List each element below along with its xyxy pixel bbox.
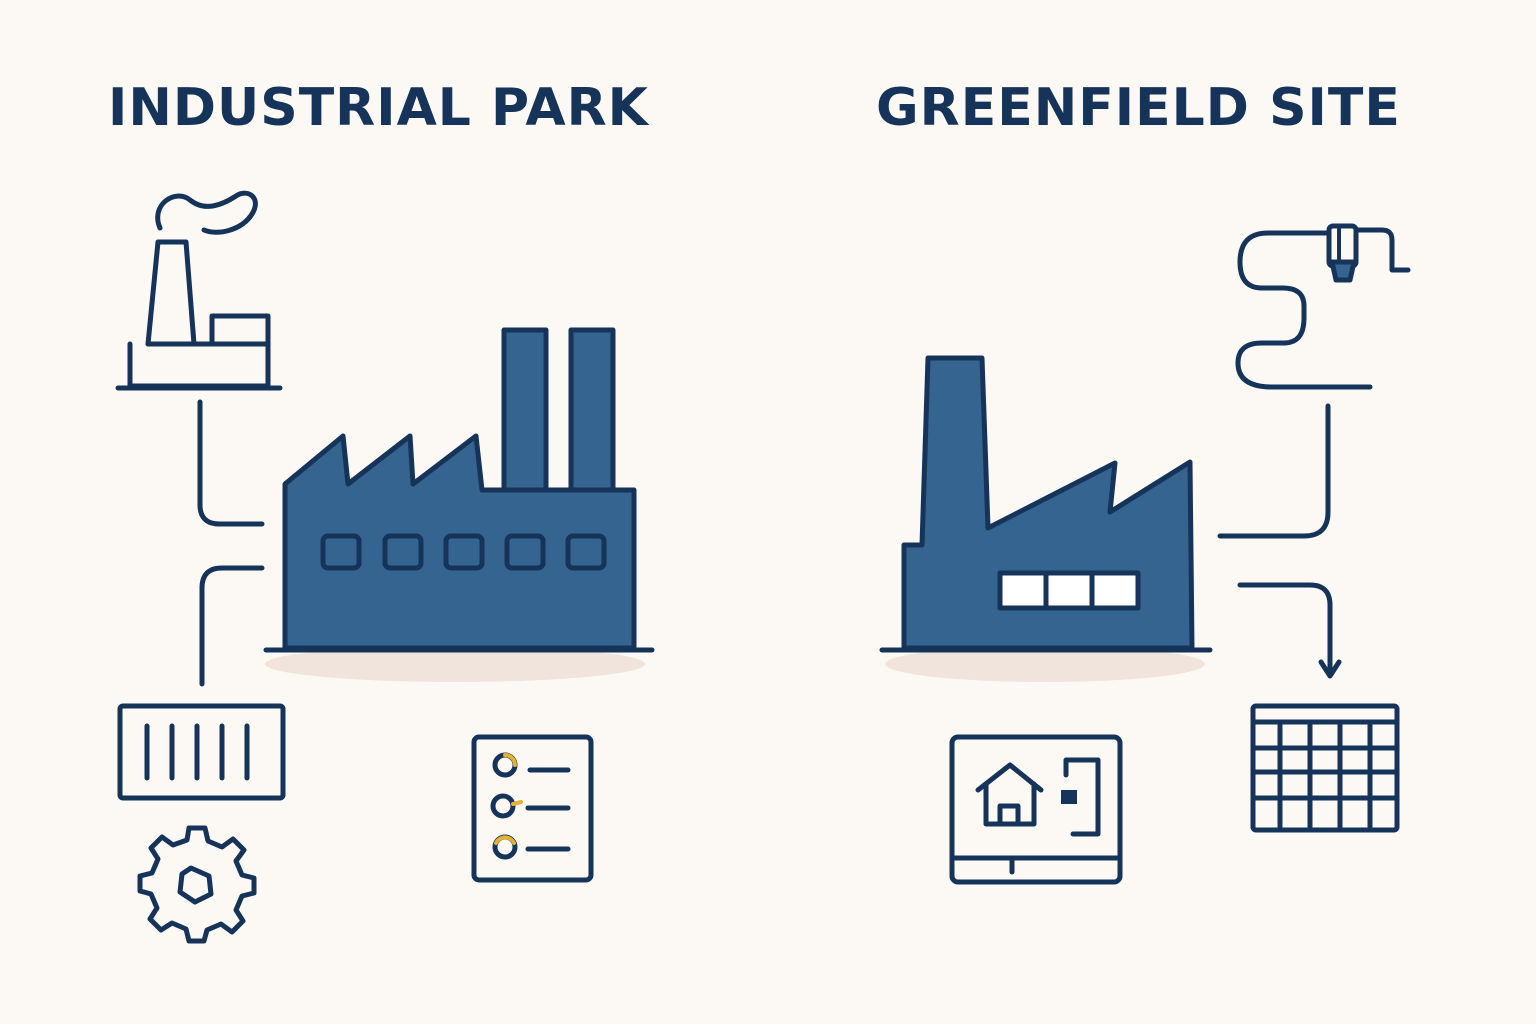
- industrial-park-factory-icon: [263, 327, 655, 682]
- connector-lines-left: [197, 399, 265, 687]
- gear-icon: [137, 825, 257, 944]
- greenfield-site-title: GREENFIELD SITE: [876, 78, 1401, 138]
- pipeline-icon: [1235, 223, 1411, 390]
- industrial-park-title: INDUSTRIAL PARK: [108, 78, 649, 138]
- site-plan-tablet-icon: [949, 734, 1123, 885]
- greenfield-factory-icon: [879, 355, 1213, 682]
- calendar-icon: [1250, 703, 1400, 833]
- chimney-factory-icon: [115, 190, 283, 391]
- shipping-container-icon: [117, 703, 286, 801]
- connector-lines-right: [1217, 403, 1342, 679]
- checklist-icon: [471, 734, 594, 883]
